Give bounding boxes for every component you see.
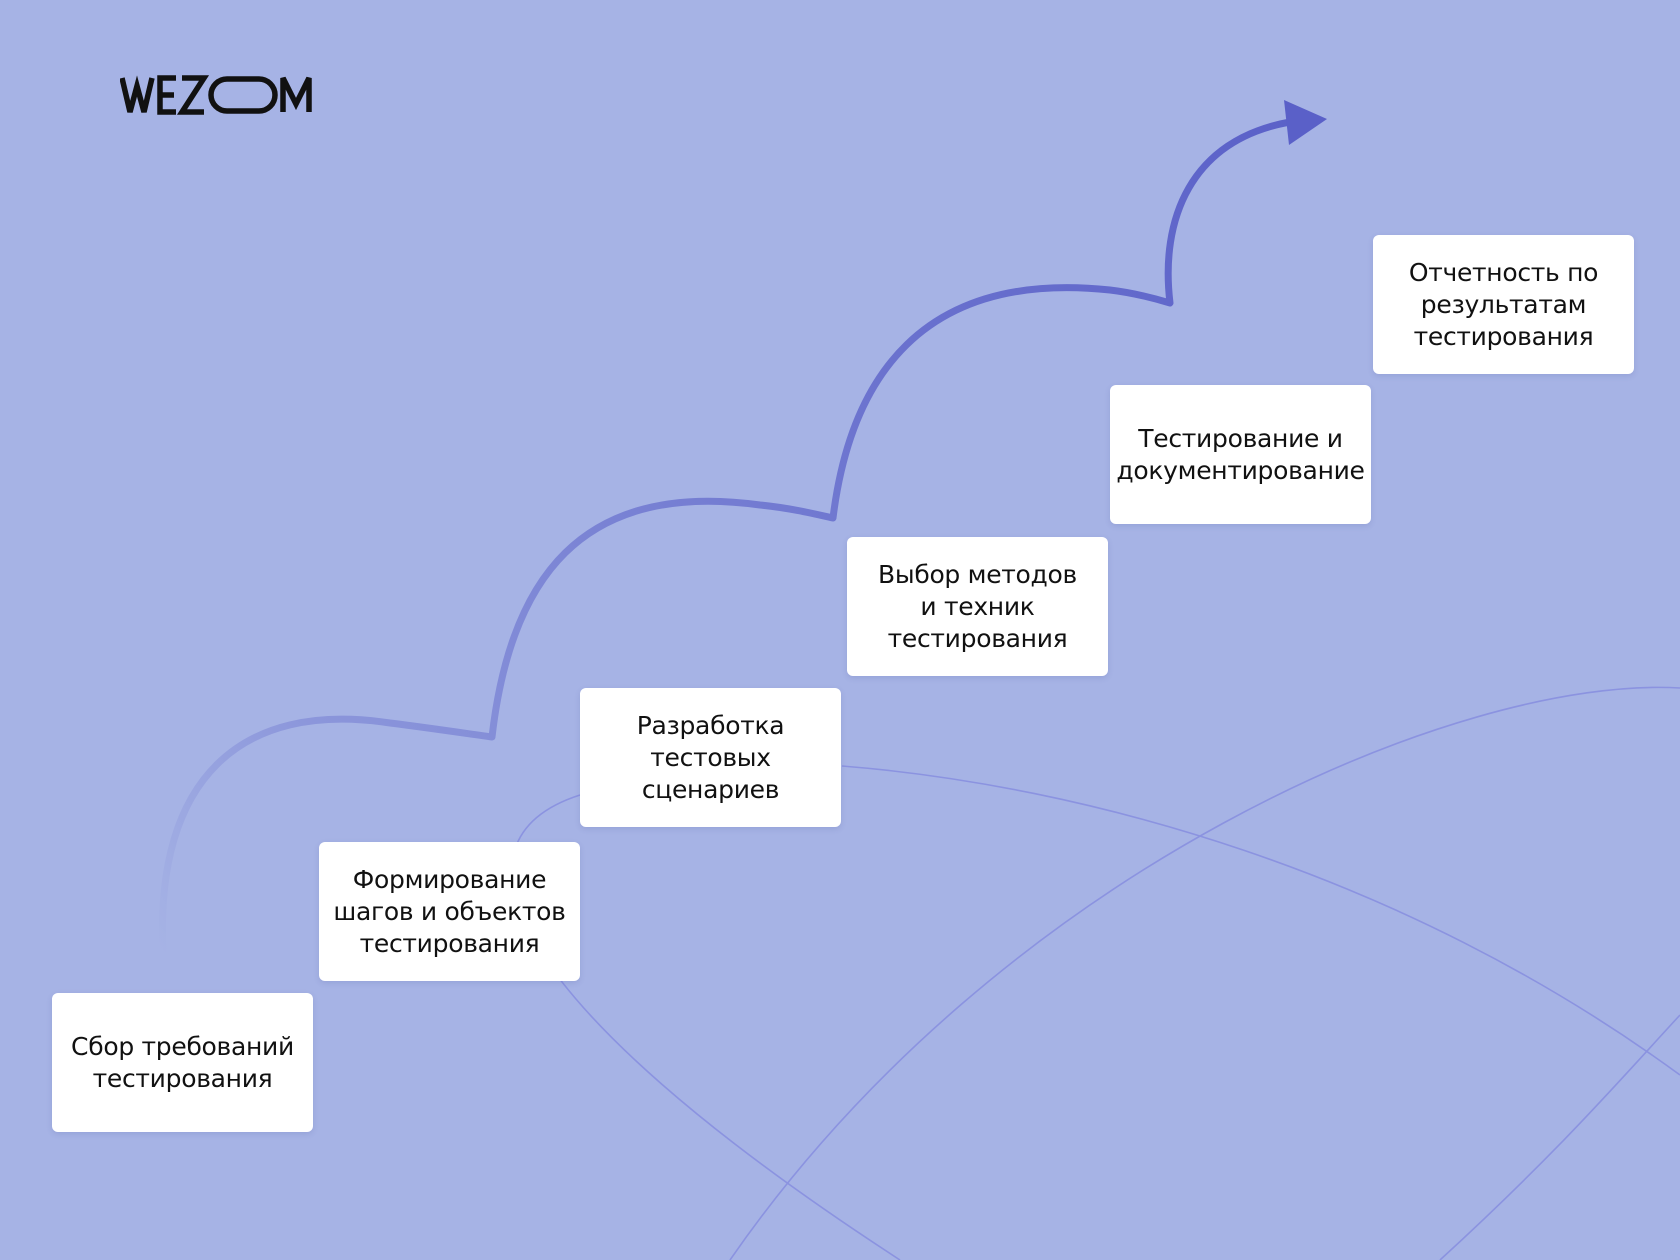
decor-curve-4 — [1439, 1014, 1680, 1260]
arrow-head-icon — [1284, 100, 1327, 145]
step-label: Выбор методов и техник тестирования — [878, 559, 1077, 653]
growth-arrow-path — [158, 118, 1294, 954]
step-card-test-reporting: Отчетность по результатам тестирования — [1373, 235, 1634, 374]
wezoom-logo — [120, 75, 312, 115]
step-card-test-objects: Формирование шагов и объектов тестирован… — [319, 842, 580, 981]
step-label: Тестирование и документирование — [1116, 423, 1365, 485]
step-label: Сбор требований тестирования — [71, 1031, 294, 1093]
decor-curve-3 — [729, 686, 1680, 1260]
step-label: Отчетность по результатам тестирования — [1408, 257, 1599, 351]
step-card-requirements: Сбор требований тестирования — [52, 993, 313, 1132]
step-card-test-methods: Выбор методов и техник тестирования — [847, 537, 1108, 676]
growth-arrow — [158, 100, 1327, 954]
step-card-testing-documentation: Тестирование и документирование — [1110, 385, 1371, 524]
step-card-test-scenarios: Разработка тестовых сценариев — [580, 688, 841, 827]
step-label: Разработка тестовых сценариев — [636, 710, 785, 804]
step-label: Формирование шагов и объектов тестирован… — [333, 864, 566, 958]
decor-curve-2 — [841, 765, 1680, 1076]
